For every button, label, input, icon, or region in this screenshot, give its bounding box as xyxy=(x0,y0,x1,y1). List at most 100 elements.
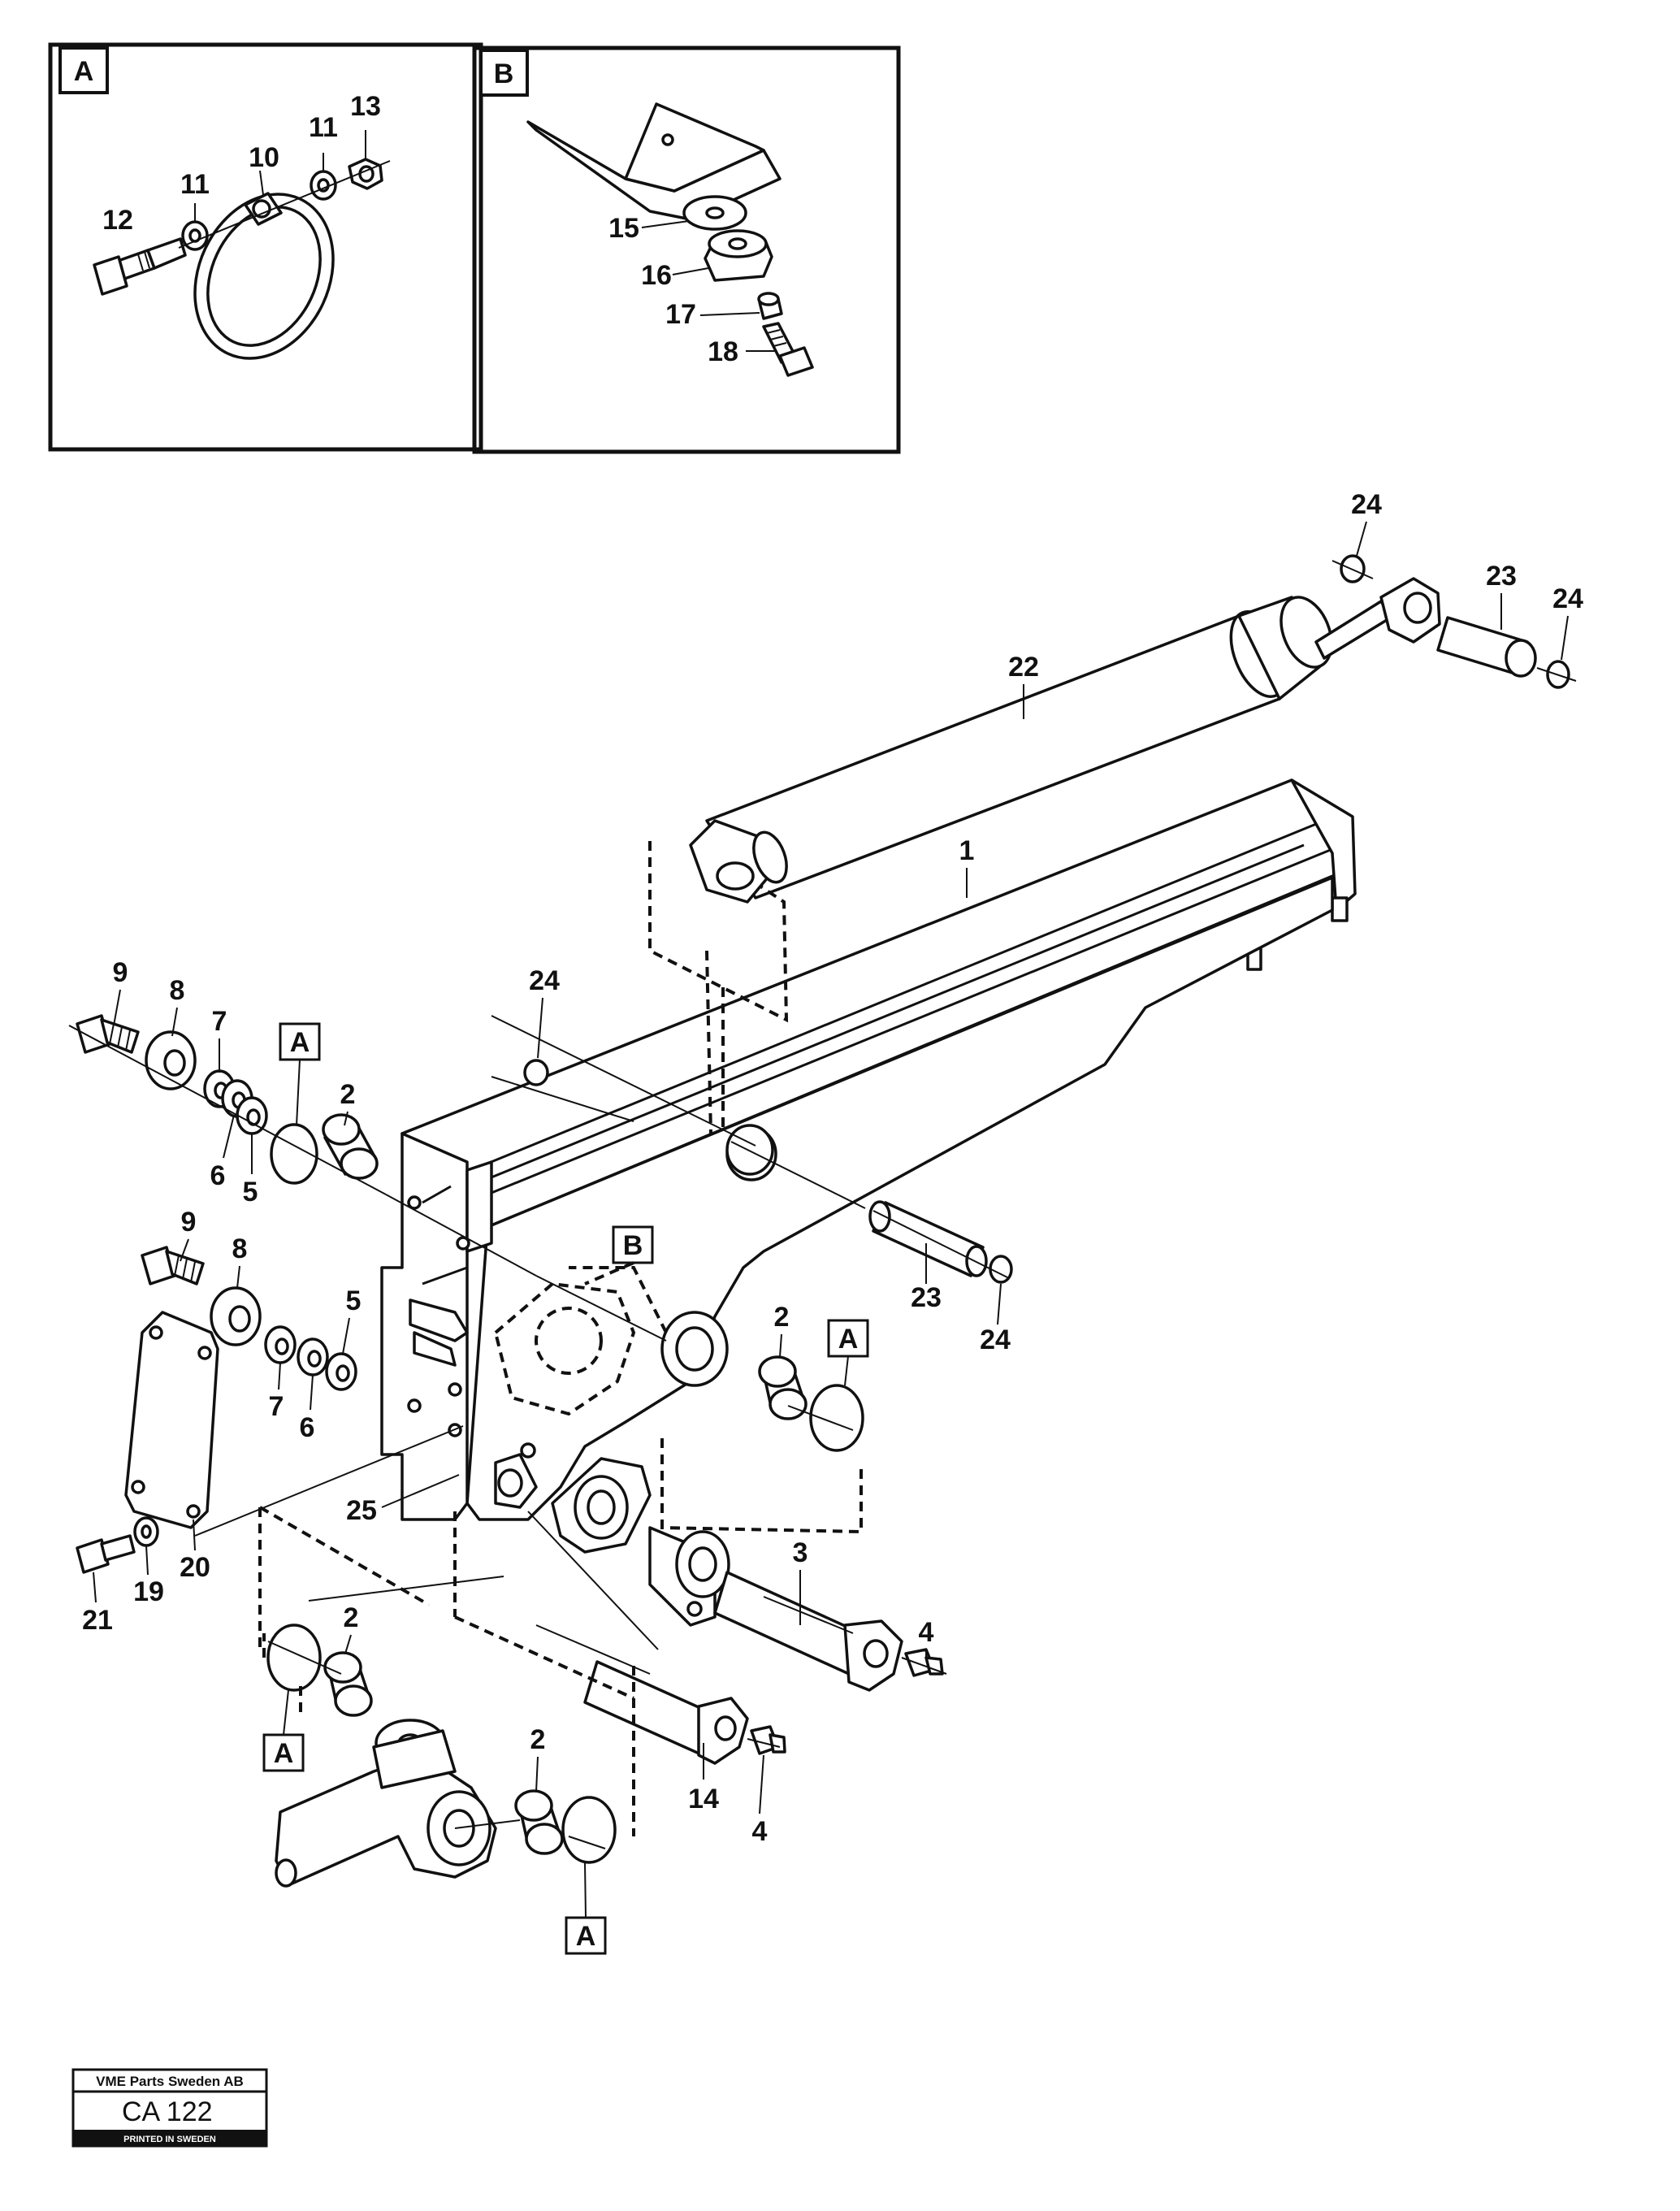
inset-a-callout-10: 10 xyxy=(249,142,279,173)
inset-a-callout-11b: 11 xyxy=(309,112,338,143)
callout-8-lower: 8 xyxy=(232,1233,248,1264)
mount-b-dashed-icon xyxy=(493,1281,636,1416)
ref-box-a-upper-label: A xyxy=(290,1027,310,1058)
cover-plate-20-icon xyxy=(124,1311,219,1529)
callout-23-top: 23 xyxy=(1486,561,1517,592)
stamp-printed: PRINTED IN SWEDEN xyxy=(123,2135,216,2144)
inset-a-letter-box xyxy=(58,46,109,94)
callout-9-lower: 9 xyxy=(181,1207,197,1238)
callout-2-lower-left: 2 xyxy=(344,1602,359,1633)
callout-9-upper: 9 xyxy=(113,957,128,988)
inset-b-callout-16: 16 xyxy=(641,260,672,291)
pin-14-icon xyxy=(583,1660,749,1765)
bolt-18-icon xyxy=(762,322,814,377)
inset-b-letter-box xyxy=(479,49,529,97)
bracket-icon xyxy=(526,102,782,221)
washer-8-lower-icon xyxy=(210,1286,262,1346)
bushing-2-lower-left-icon xyxy=(323,1651,373,1717)
washer-15-icon xyxy=(682,195,747,231)
pin-23-upper-icon xyxy=(1436,616,1537,678)
callout-24-top: 24 xyxy=(1351,489,1382,520)
boom-lower-bushing-icon xyxy=(660,1311,729,1387)
callout-23-lower: 23 xyxy=(911,1282,942,1313)
link-lug-icon xyxy=(494,1442,730,1627)
callout-21: 21 xyxy=(82,1605,113,1636)
washer-19-icon xyxy=(133,1516,159,1547)
o-ring-upper-left-icon xyxy=(270,1123,318,1185)
bolt-21-icon xyxy=(76,1534,136,1574)
ref-box-a-lower-right-label: A xyxy=(576,1921,596,1952)
circlip-24-top-icon xyxy=(1331,554,1374,583)
callout-14: 14 xyxy=(688,1784,719,1814)
washer-8-upper-icon xyxy=(145,1030,197,1090)
inset-a-letter: A xyxy=(74,56,94,87)
callout-24-mid: 24 xyxy=(529,965,560,996)
pin-3-icon xyxy=(713,1571,903,1692)
callout-25: 25 xyxy=(346,1495,377,1526)
reference-boxes: A B A A A xyxy=(262,1022,869,1955)
ref-box-b xyxy=(612,1225,654,1264)
grease-nipple-4-lower-icon xyxy=(750,1725,786,1755)
grease-nipple-4-right-icon xyxy=(904,1648,944,1677)
dashed-guide-lines xyxy=(258,841,863,1836)
inset-a: A xyxy=(48,42,483,452)
callout-5-upper: 5 xyxy=(243,1177,258,1207)
nut-13-icon xyxy=(348,158,383,190)
rubber-mount-16-icon xyxy=(704,229,773,282)
callout-4-right: 4 xyxy=(919,1617,934,1648)
inset-b-letter: B xyxy=(494,59,514,89)
o-ring-lower-right-icon xyxy=(561,1796,617,1864)
ref-box-a-mid-label: A xyxy=(838,1324,859,1355)
callout-2-lower-right: 2 xyxy=(530,1724,546,1755)
stamp-code: CA 122 xyxy=(122,2096,213,2127)
circlip-24-mid-icon xyxy=(523,1059,549,1086)
callout-19: 19 xyxy=(133,1576,164,1607)
o-ring-lower-left-icon xyxy=(266,1624,322,1692)
ref-box-a-upper xyxy=(279,1022,321,1061)
ref-box-a-lower-left xyxy=(262,1733,305,1772)
bushing-2-upper-left-icon xyxy=(322,1113,379,1180)
inset-b-callout-18: 18 xyxy=(708,336,738,367)
washer-5-lower-icon xyxy=(325,1352,357,1391)
callout-20: 20 xyxy=(180,1552,210,1583)
bushing-2-lower-right-icon xyxy=(514,1789,564,1855)
callout-2-upper: 2 xyxy=(340,1079,356,1110)
washer-11-icon xyxy=(181,220,209,251)
hydraulic-cylinder-22-icon xyxy=(689,577,1441,904)
circlip-24-lower-icon xyxy=(989,1255,1013,1284)
bolt-9-lower-icon xyxy=(141,1246,205,1285)
ref-box-b-label: B xyxy=(623,1230,643,1261)
inset-b: B 15 xyxy=(472,46,901,454)
inset-a-callout-13: 13 xyxy=(350,91,381,122)
ref-box-a-lower-left-label: A xyxy=(274,1738,294,1769)
callout-8-upper: 8 xyxy=(170,975,185,1006)
callout-2-mid: 2 xyxy=(774,1302,790,1333)
callout-24-lower: 24 xyxy=(980,1324,1011,1355)
bushing-2-mid-right-icon xyxy=(758,1355,808,1420)
callout-6-upper: 6 xyxy=(210,1160,226,1191)
publisher-stamp: VME Parts Sweden AB CA 122 PRINTED IN SW… xyxy=(71,2068,268,2148)
o-ring-mid-right-icon xyxy=(809,1384,864,1452)
callout-4-lower: 4 xyxy=(752,1816,768,1847)
inset-b-callout-15: 15 xyxy=(608,213,639,244)
washer-7-lower-icon xyxy=(264,1325,297,1364)
circlip-24-right-icon xyxy=(1536,660,1577,689)
washer-11b-icon xyxy=(310,170,337,201)
callout-24-right: 24 xyxy=(1552,583,1583,614)
stamp-company: VME Parts Sweden AB xyxy=(96,2074,244,2089)
inset-a-callout-11: 11 xyxy=(180,169,210,200)
callout-3: 3 xyxy=(793,1537,808,1568)
callout-22: 22 xyxy=(1008,652,1039,683)
callout-5-lower: 5 xyxy=(346,1285,362,1316)
clamp-ring-10-icon xyxy=(193,192,335,360)
callout-7-lower: 7 xyxy=(269,1391,284,1422)
callout-6-lower: 6 xyxy=(300,1412,315,1443)
washer-6-lower-icon xyxy=(297,1337,329,1376)
lower-cylinder-clevis-icon xyxy=(275,1719,497,1888)
callout-1: 1 xyxy=(959,835,975,866)
bolt-12-icon xyxy=(93,237,187,296)
inset-b-callout-17: 17 xyxy=(665,299,696,330)
ref-box-a-mid xyxy=(827,1319,869,1358)
leader-lines xyxy=(68,1015,1008,1849)
